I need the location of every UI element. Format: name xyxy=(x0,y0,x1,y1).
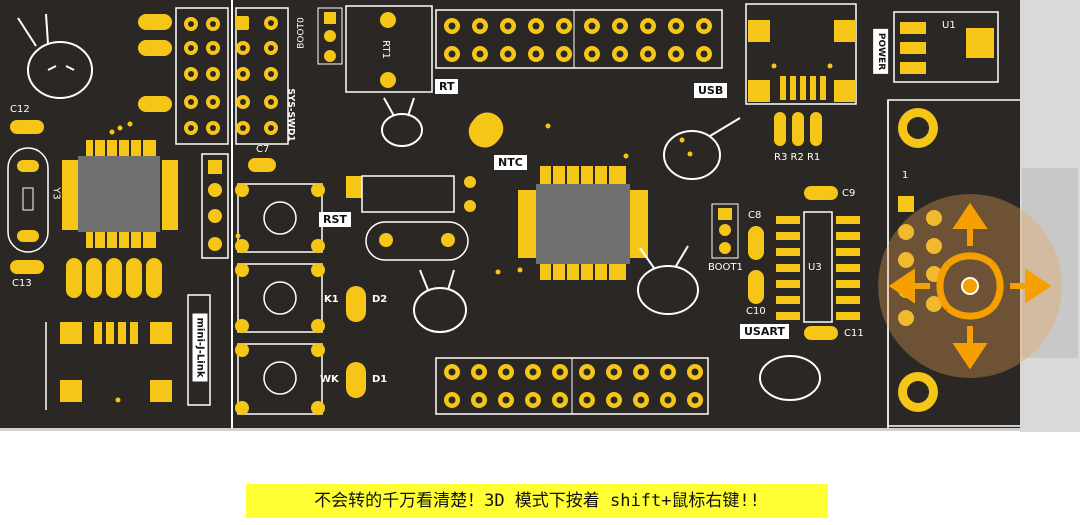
silk-boot1: BOOT1 xyxy=(708,262,743,273)
silk-c11: C11 xyxy=(844,328,864,339)
silk-wk: WK xyxy=(320,374,339,385)
label-usart: USART xyxy=(740,324,789,339)
label-mini-jlink: mini-J-Link xyxy=(192,313,208,382)
silk-swd: SYS-SWD1 xyxy=(285,88,296,142)
rabbit-doodle-icon xyxy=(17,13,821,401)
label-usb: USB xyxy=(694,83,728,98)
silk-c13: C13 xyxy=(12,278,32,289)
pcb-board[interactable]: C12 Y3 C13 C7 BOOT0 SYS-SWD1 RT1 RST K1 … xyxy=(0,0,1028,431)
silk-c9: C9 xyxy=(842,188,856,199)
silk-r3r2r1: R3 R2 R1 xyxy=(774,152,821,163)
label-ntc: NTC xyxy=(494,155,527,170)
mcu-chip-main xyxy=(536,184,630,264)
silk-boot0: BOOT0 xyxy=(296,17,307,49)
mcu-chip-left xyxy=(78,156,160,232)
silk-d1: D1 xyxy=(372,374,388,385)
silk-y3: Y3 xyxy=(50,187,62,200)
silk-c8: C8 xyxy=(748,210,762,221)
silk-c12: C12 xyxy=(10,104,30,115)
silk-u3: U3 xyxy=(808,262,822,273)
label-rst: RST xyxy=(319,212,351,227)
silk-c10: C10 xyxy=(746,306,766,317)
label-rt: RT xyxy=(435,79,459,94)
instruction-caption: 不会转的千万看清楚！3D 模式下按着 shift+鼠标右键!! xyxy=(246,484,828,518)
label-power: POWER xyxy=(873,28,889,75)
silk-rt1: RT1 xyxy=(379,40,391,59)
pcb-artwork xyxy=(7,0,1023,428)
silk-c7: C7 xyxy=(256,144,270,155)
board-edge-3d xyxy=(1020,0,1080,432)
left-pad-group xyxy=(138,14,172,112)
silk-u1: U1 xyxy=(942,20,956,31)
silk-k1: K1 xyxy=(324,294,339,305)
silk-pin1: 1 xyxy=(902,170,909,181)
silk-d2: D2 xyxy=(372,294,388,305)
orbit-cursor-icon[interactable] xyxy=(878,192,1078,378)
pcb-3d-viewport[interactable]: C12 Y3 C13 C7 BOOT0 SYS-SWD1 RT1 RST K1 … xyxy=(0,0,1080,432)
